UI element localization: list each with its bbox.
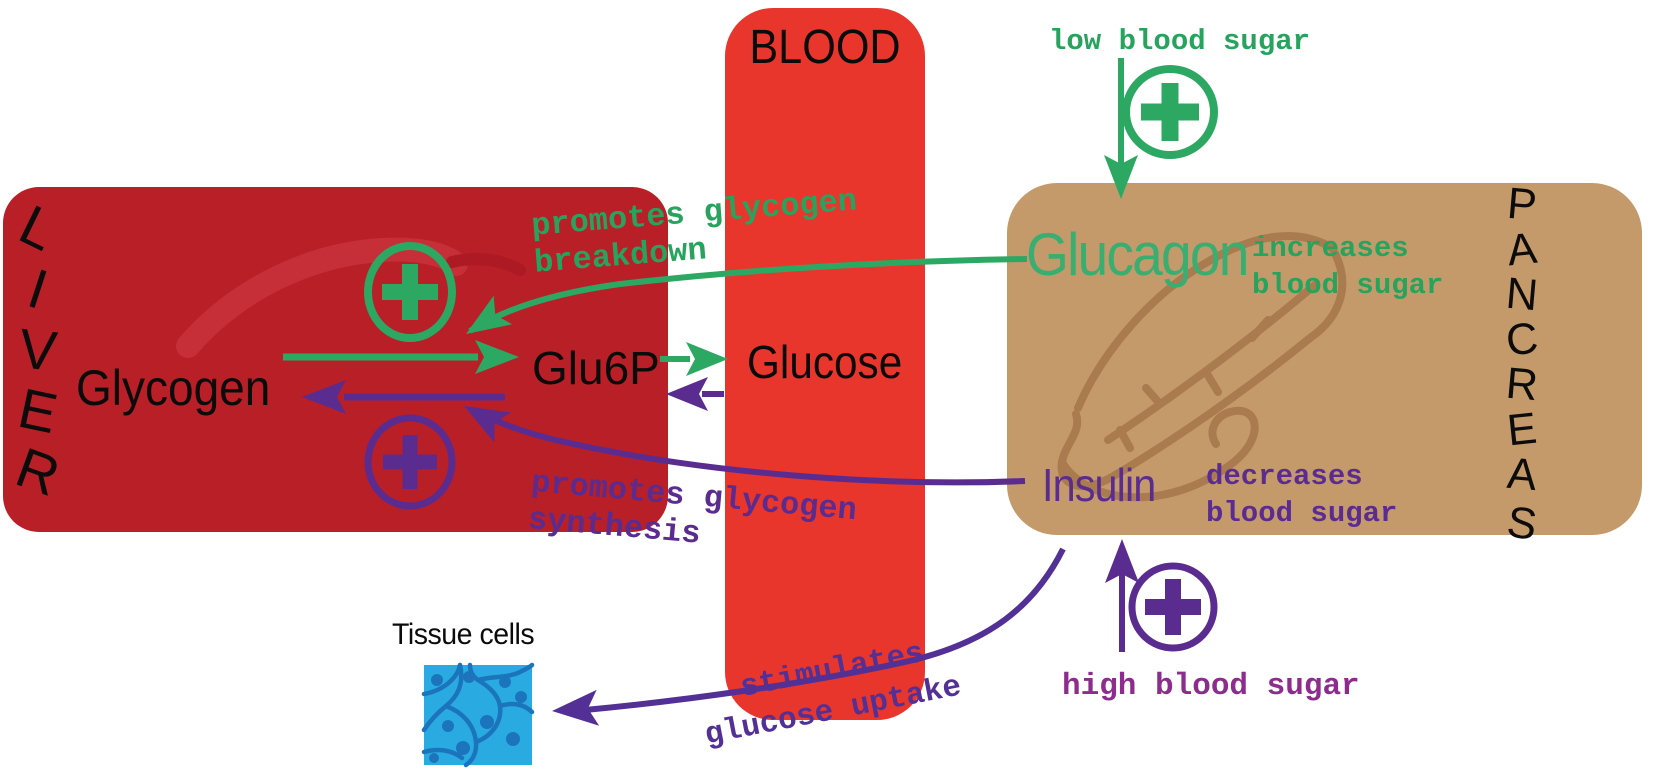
plus-icon-low-blood-sugar	[1122, 65, 1218, 159]
low-blood-sugar-annotation: low blood sugar	[1049, 25, 1311, 58]
liver-letter: E	[13, 375, 63, 446]
cell-nuclei	[429, 671, 527, 763]
high-blood-sugar-arrow	[1105, 539, 1139, 652]
glucose-label: Glucose	[747, 336, 903, 388]
pancreas-region-title: P A N C R E A S	[1490, 178, 1554, 550]
pancreas-letter: R	[1504, 358, 1540, 411]
insulin-label: Insulin	[1042, 459, 1156, 511]
pancreas-letter: C	[1503, 313, 1541, 366]
liver-letter: V	[16, 316, 60, 383]
glucagon-to-liver-curve-arrow	[466, 256, 1028, 334]
tissue-cells-image	[421, 662, 535, 768]
pancreas-letter: A	[1504, 223, 1540, 276]
decreases-blood-sugar-annotation: decreases blood sugar	[1206, 458, 1397, 532]
blood-region-title: BLOOD	[749, 21, 901, 74]
high-blood-sugar-annotation: high blood sugar	[1062, 669, 1360, 704]
pancreas-letter: N	[1504, 268, 1540, 321]
decreases-line1: decreases	[1206, 460, 1363, 493]
plus-icon-liver-purple	[364, 414, 456, 510]
increases-line1: increases	[1252, 232, 1409, 265]
liver-letter: R	[8, 434, 68, 509]
insulin-to-tissue-curve-arrow	[552, 547, 1066, 726]
pancreas-organ-sketch	[1057, 232, 1347, 502]
increases-line2: blood sugar	[1252, 269, 1444, 302]
decreases-line2: blood sugar	[1206, 497, 1398, 530]
pancreas-letter: A	[1505, 448, 1539, 501]
pancreas-letter: E	[1504, 403, 1540, 456]
plus-icon-liver-green	[364, 242, 456, 342]
increases-blood-sugar-annotation: increases blood sugar	[1252, 230, 1443, 304]
pancreas-letter: P	[1505, 178, 1539, 231]
glu6p-to-glycogen-arrow	[302, 380, 505, 414]
liver-region-title: L I V E R	[8, 192, 68, 508]
tissue-cells-label: Tissue cells	[392, 618, 535, 651]
glu6p-label: Glu6P	[532, 342, 660, 394]
insulin-to-liver-curve-arrow	[464, 406, 1026, 486]
glucagon-label: Glucagon	[1026, 221, 1249, 288]
pancreas-letter: S	[1504, 497, 1540, 550]
glycogen-label: Glycogen	[76, 360, 271, 416]
low-blood-sugar-arrow	[1104, 58, 1138, 199]
glu6p-to-glucose-arrow	[660, 342, 728, 376]
glucose-to-glu6p-arrow	[666, 377, 724, 411]
blood-region-box	[725, 8, 925, 720]
glycogen-to-glu6p-arrow	[283, 340, 519, 374]
plus-icon-high-blood-sugar	[1128, 562, 1218, 652]
